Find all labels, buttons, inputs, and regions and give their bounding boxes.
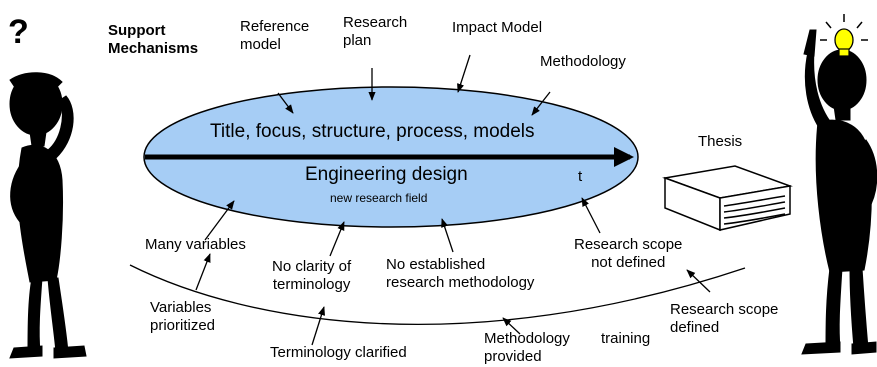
training-label: training bbox=[601, 330, 651, 347]
support-mechanisms-label: Support Mechanisms bbox=[108, 22, 199, 57]
lightbulb-icon bbox=[820, 14, 868, 57]
idea-thinker-icon bbox=[801, 29, 877, 355]
arrow-no-methodology bbox=[441, 218, 454, 253]
arrow-scope-defined bbox=[686, 269, 711, 293]
arrow-terminology-clarified bbox=[311, 306, 326, 346]
terminology-clarified-label: Terminology clarified bbox=[270, 344, 407, 361]
arrow-variables-prioritized bbox=[195, 253, 211, 291]
arrow-many-variables bbox=[204, 200, 235, 241]
no-clarity-label: No clarity of terminology bbox=[272, 258, 352, 293]
research-plan-label: Research plan bbox=[343, 14, 408, 49]
ellipse-title-text: Title, focus, structure, process, models bbox=[210, 121, 535, 142]
impact-model-label: Impact Model bbox=[452, 19, 543, 36]
arrow-scope-not-defined bbox=[581, 197, 601, 234]
confused-thinker-icon bbox=[9, 72, 87, 359]
arrow-no-clarity bbox=[329, 221, 345, 257]
reference-model-label: Reference model bbox=[240, 18, 310, 53]
new-research-field-text: new research field bbox=[330, 191, 428, 205]
support-curve bbox=[129, 264, 746, 325]
scope-defined-label: Research scope defined bbox=[670, 301, 779, 336]
engineering-design-text: Engineering design bbox=[305, 164, 468, 185]
many-variables-label: Many variables bbox=[145, 236, 246, 253]
scope-not-defined-label: Research scope not defined bbox=[574, 236, 683, 271]
variables-prioritized-label: Variables prioritized bbox=[150, 299, 216, 334]
time-axis-label: t bbox=[578, 168, 583, 185]
thesis-book-icon bbox=[662, 165, 793, 232]
thesis-label: Thesis bbox=[698, 133, 743, 150]
methodology-label: Methodology bbox=[540, 53, 626, 70]
arrow-reference-model bbox=[277, 92, 294, 114]
question-mark: ? bbox=[8, 13, 29, 51]
arrow-methodology-provided bbox=[502, 317, 521, 335]
arrow-impact-model bbox=[457, 54, 471, 93]
methodology-provided-label: Methodology provided bbox=[484, 330, 570, 365]
arrow-methodology bbox=[531, 91, 551, 116]
no-methodology-label: No established research methodology bbox=[386, 256, 535, 291]
